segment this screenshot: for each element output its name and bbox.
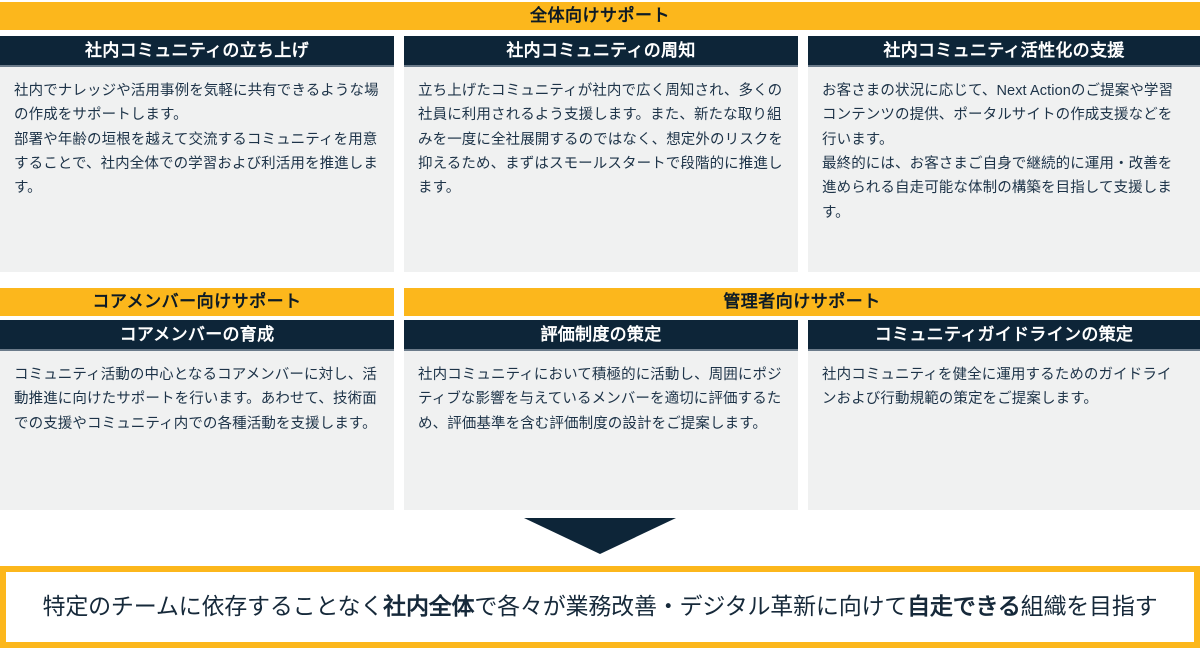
card-title: 社内コミュニティの立ち上げ [0,36,394,67]
card-core-member-development: コアメンバーの育成 コミュニティ活動の中心となるコアメンバーに対し、活動推進に向… [0,320,394,510]
card-title: コアメンバーの育成 [0,320,394,351]
card-body: 社内コミュニティを健全に運用するためのガイドラインおよび行動規範の策定をご提案し… [822,367,1172,408]
conclusion-bold-2: 自走できる [907,593,1021,620]
card-body: コミュニティ活動の中心となるコアメンバーに対し、活動推進に向けたサポートを行いま… [14,367,377,432]
card-community-activation: 社内コミュニティ活性化の支援 お客さまの状況に応じて、Next Actionのご… [808,36,1200,272]
down-arrow-icon [524,518,676,554]
conclusion-bar: 特定のチームに依存することなく社内全体で各々が業務改善・デジタル革新に向けて自走… [0,566,1200,648]
card-body: 社内でナレッジや活用事例を気軽に共有できるような場の作成をサポートします。 部署… [14,83,379,197]
card-evaluation-system: 評価制度の策定 社内コミュニティにおいて積極的に活動し、周囲にポジティブな影響を… [404,320,798,510]
card-title: 評価制度の策定 [404,320,798,351]
section-banner-core-members: コアメンバー向けサポート [0,288,394,316]
section-banner-all: 全体向けサポート [0,2,1200,30]
card-community-guideline: コミュニティガイドラインの策定 社内コミュニティを健全に運用するためのガイドライ… [808,320,1200,510]
card-body: 立ち上げたコミュニティが社内で広く周知され、多くの社員に利用されるよう支援します… [418,83,783,197]
conclusion-part-3: 組織を目指す [1020,593,1158,620]
card-body: 社内コミュニティにおいて積極的に活動し、周囲にポジティブな影響を与えているメンバ… [418,367,782,432]
card-body: お客さまの状況に応じて、Next Actionのご提案や学習コンテンツの提供、ポ… [822,83,1174,221]
section-banner-administrators: 管理者向けサポート [404,288,1200,316]
conclusion-text: 特定のチームに依存することなく社内全体で各々が業務改善・デジタル革新に向けて自走… [43,592,1158,622]
card-title: 社内コミュニティ活性化の支援 [808,36,1200,67]
conclusion-part-2: で各々が業務改善・デジタル革新に向けて [474,593,908,620]
card-title: コミュニティガイドラインの策定 [808,320,1200,351]
card-community-launch: 社内コミュニティの立ち上げ 社内でナレッジや活用事例を気軽に共有できるような場の… [0,36,394,272]
conclusion-bold-1: 社内全体 [383,593,475,620]
card-title: 社内コミュニティの周知 [404,36,798,67]
conclusion-part-1: 特定のチームに依存することなく [42,593,384,620]
card-community-awareness: 社内コミュニティの周知 立ち上げたコミュニティが社内で広く周知され、多くの社員に… [404,36,798,272]
